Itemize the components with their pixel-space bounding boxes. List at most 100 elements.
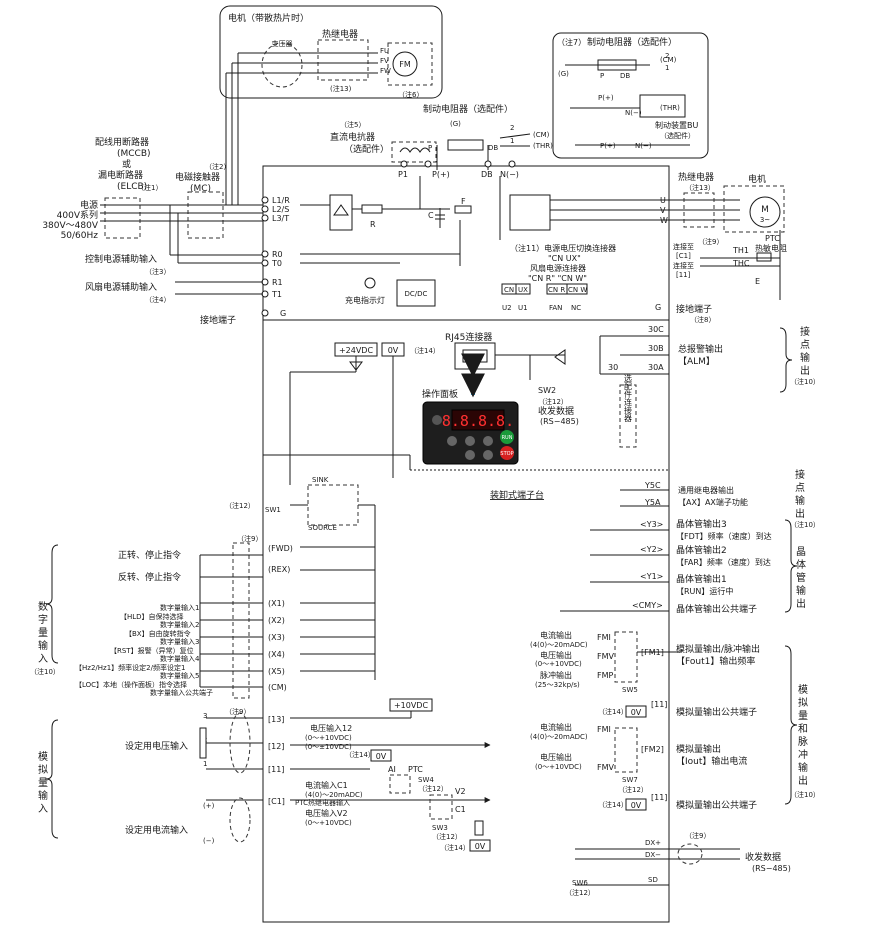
inverter-body	[262, 165, 670, 923]
jumper-to1: 连接至	[673, 242, 694, 251]
brake-top-n2: 2	[510, 124, 514, 132]
cn-label: CN	[504, 286, 514, 294]
dc-reactor-option: （选配件）	[344, 143, 389, 155]
sw3-note12: （注12）	[432, 832, 462, 841]
brake-box-nminus: N(−)	[625, 109, 642, 117]
power-series: 400V系列	[57, 209, 98, 221]
sink-source-switch: （注12） SW1 SINK SOURCE	[225, 476, 376, 680]
u1-label: U1	[518, 304, 528, 312]
di-label-11: 数字量输入公共端子	[150, 688, 213, 697]
comm-section: +24VDC 0V （注14） RJ45连接器 SW2 （注12） 收发数据 (…	[263, 331, 669, 485]
terminal-12: [12]	[268, 742, 284, 751]
fm1-t11: [11]	[651, 700, 667, 709]
jumper-11: [11]	[676, 271, 691, 279]
y2-title: 晶体管输出2	[676, 544, 727, 556]
terminal-y2: <Y2>	[640, 545, 663, 554]
v12-title: 电压输入12	[310, 723, 352, 733]
fan-label: FAN	[549, 304, 562, 312]
y5-title: 通用继电器输出	[678, 485, 734, 495]
note11-cn-r-w: "CN R" "CN W"	[528, 274, 587, 283]
digital-inputs: (FWD) (REX) (X1) (X2) (X3) (X4) (X5) (CM…	[30, 534, 375, 699]
di-label-5: 数字量输入3	[160, 637, 199, 646]
brake-top-title: 制动电阻器（选配件）	[423, 103, 513, 115]
aux-power-labels: 控制电源辅助输入 （注3） 风扇电源辅助输入 （注4） 接地端子	[85, 253, 263, 326]
ai-ptc-label: PTC	[408, 765, 423, 774]
terminal-g: G	[280, 309, 286, 318]
dc-reactor-title: 直流电抗器	[330, 131, 375, 143]
or-label: 或	[122, 158, 131, 170]
ai-v0: 0V	[376, 752, 387, 761]
fm2-current-range: (4(0)～20mADC)	[530, 733, 588, 741]
motor-box-title: 电机（带散热片时）	[228, 12, 309, 24]
contact-v2: 点	[800, 339, 810, 351]
sw4-note12: （注12）	[418, 784, 448, 793]
terminal-l1: L1/R	[272, 196, 290, 205]
y5-v2: 点	[795, 482, 805, 494]
fm1-current: 电流输出	[540, 630, 572, 640]
analog-inputs: +10VDC [13] [12] [11] [C1] 电压输入12 (0～+10…	[38, 698, 491, 852]
terminal-l3: L3/T	[272, 214, 289, 223]
fm2-common: 模拟量输出公共端子	[676, 799, 757, 811]
fm2-voltage: 电压输出	[540, 752, 572, 762]
brake-box-n2: 2	[665, 52, 669, 60]
option-connector-label: 选配件连接器	[624, 373, 633, 423]
di-label-2: 【HLD】自保持选择	[120, 612, 184, 621]
dc-terminals: P1 P(+) DB N(−)	[398, 160, 519, 179]
terminal-u: U	[660, 196, 666, 205]
di-note10: （注10）	[30, 667, 60, 676]
terminal-y5c: Y5C	[644, 481, 661, 490]
stop-button[interactable]	[500, 446, 514, 460]
di-label-1: 数字量输入1	[160, 603, 199, 612]
brake-box-p: P	[600, 72, 604, 80]
fw-label: FW	[380, 67, 391, 75]
fm1-voltage-range: (0～+10VDC)	[535, 660, 582, 668]
di-label-10: 【LOC】本地（操作面板）指令选择	[75, 680, 187, 689]
sw3-v0: 0V	[475, 842, 486, 851]
di-label-9: 数字量输入5	[160, 671, 199, 680]
y2-far: 【FAR】频率（速度）到达	[676, 557, 771, 567]
terminal-x2: (X2)	[268, 616, 285, 625]
transistor-v4: 输	[796, 584, 806, 597]
dc-reactor: （注5） 直流电抗器 （选配件）	[330, 120, 437, 163]
panel-display: 8.8.8.8.	[442, 412, 514, 430]
terminal-w: W	[660, 216, 668, 225]
fan-motor-label: FM	[399, 60, 411, 69]
source-label: SOURCE	[308, 524, 337, 532]
v0-label: 0V	[388, 346, 399, 355]
v24-label: +24VDC	[339, 346, 374, 355]
dc-reactor-note5: （注5）	[340, 120, 365, 129]
terminal-13: [13]	[268, 715, 284, 724]
terminal-cmy: <CMY>	[632, 601, 663, 610]
cset-label: 设定用电流输入	[125, 824, 188, 836]
brake-box-title: 制动电阻器（选配件）	[587, 36, 677, 48]
ai-v3: 量	[38, 777, 48, 789]
brake-unit-label: 制动装置BU	[655, 120, 698, 130]
sw4-label: SW4	[418, 776, 434, 784]
run-button[interactable]	[500, 430, 514, 444]
ptc-thermistor-label: 热敏电阻	[755, 243, 787, 253]
mccb-label: 配线用断路器	[95, 136, 149, 148]
brake-resistor-top: （注6） 制动电阻器（选配件） (G) (CM) (THR) P DB 2 1	[398, 90, 553, 170]
pot-3: 3	[203, 712, 207, 720]
alm-code: 【ALM】	[678, 356, 715, 367]
main-terminals: L1/R L2/S L3/T R0 T0 R1 T1 G	[261, 196, 290, 318]
transistor-v5: 出	[796, 597, 806, 610]
terminal-x5: (X5)	[268, 667, 285, 676]
fwd-label: 正转、停止指令	[118, 549, 181, 561]
terminal-fm2: [FM2]	[641, 745, 664, 754]
rs485-send: 收发数据	[745, 851, 781, 863]
sw7-note12: （注12）	[618, 785, 648, 794]
terminal-db: DB	[481, 170, 493, 179]
di-v3: 量	[38, 627, 48, 639]
y5-v1: 接	[795, 468, 805, 481]
terminal-y1: <Y1>	[640, 572, 663, 581]
resistor-r: R	[370, 220, 376, 229]
brake-box-nminus2: N(−)	[635, 142, 652, 150]
panel-label: 操作面板	[422, 388, 458, 400]
sw3-v2: V2	[455, 787, 466, 796]
dcdc-label: DC/DC	[405, 290, 428, 298]
rs485-note9: （注9）	[685, 831, 710, 840]
di-label-6: 【RST】报警（异常）复位	[110, 646, 194, 655]
contact-v1: 接	[800, 325, 810, 338]
earth-e: E	[755, 277, 760, 286]
